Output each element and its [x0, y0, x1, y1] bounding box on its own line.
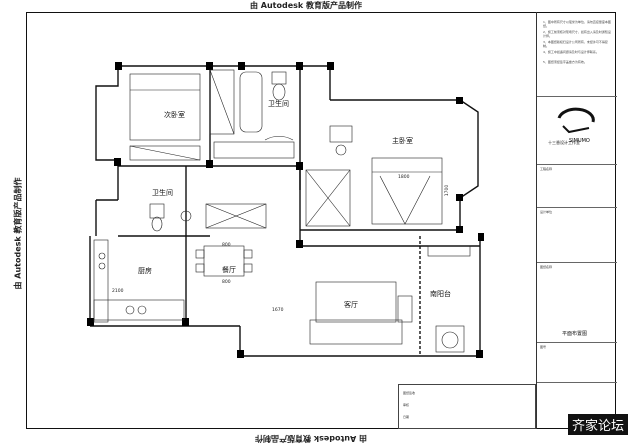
- footer-block: 图纸签收 审核 日期: [398, 384, 536, 429]
- note-1: 1、图中所有尺寸以毫米为单位，请勿直接量度本图纸。: [543, 20, 611, 28]
- dim-1800: 1800: [398, 175, 410, 180]
- dim-1670: 1670: [272, 308, 284, 313]
- tb-field4-label: 图号: [540, 345, 547, 349]
- tb-field3-label: 图纸名称: [540, 265, 553, 269]
- forum-watermark: 齐家论坛: [568, 414, 629, 435]
- room-master-bedroom: 主卧室: [392, 137, 413, 145]
- dim-800a: 800: [222, 243, 231, 248]
- west-bay-wall: [95, 66, 119, 166]
- tb-field1-label: 工程名称: [540, 167, 553, 171]
- room-living: 客厅: [344, 301, 358, 309]
- east-bay-wall: [459, 99, 479, 199]
- note-5: 5、图纸须经签字盖章方为有效。: [543, 60, 587, 64]
- note-4: 4、施工中如遇问题请及时与设计师联系。: [543, 50, 599, 54]
- dim-800b: 800: [222, 280, 231, 285]
- room-bathroom-top: 卫生间: [268, 100, 289, 108]
- note-3: 3、本图纸版权归设计公司所有，未经许可不得复制。: [543, 40, 608, 48]
- room-balcony: 南阳台: [430, 290, 451, 298]
- dim-1700: 1700: [445, 184, 451, 197]
- tb-field2-label: 设计单位: [540, 210, 553, 214]
- room-kitchen: 厨房: [138, 267, 152, 275]
- dim-2100: 2100: [112, 289, 124, 294]
- footer-line1: 图纸签收: [403, 391, 416, 395]
- drawing-frame: [26, 12, 616, 429]
- company-name: 十三香设计工作室: [548, 140, 580, 145]
- room-dining: 餐厅: [222, 266, 236, 274]
- footer-line3: 日期: [403, 415, 410, 419]
- room-bathroom-left: 卫生间: [152, 189, 173, 197]
- note-2: 2、施工前须核对现场尺寸，如有出入请及时通知设计师。: [543, 30, 611, 38]
- title-block: 1、图中所有尺寸以毫米为单位，请勿直接量度本图纸。 2、施工前须核对现场尺寸，如…: [536, 12, 617, 429]
- logo-icon: SIMUMO: [557, 107, 595, 144]
- watermark-top: 由 Autodesk 教育版产品制作: [250, 1, 363, 10]
- logo-text: SIMUMO: [569, 138, 590, 144]
- room-second-bedroom: 次卧室: [164, 111, 185, 119]
- footer-line2: 审核: [403, 403, 410, 407]
- sheet-title: 平面布置图: [562, 331, 588, 337]
